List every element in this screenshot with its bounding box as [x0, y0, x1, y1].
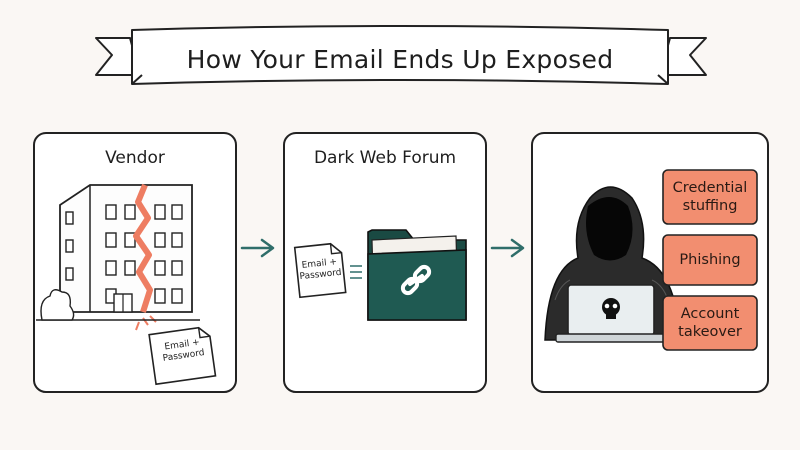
arrow-right-icon — [490, 238, 525, 258]
building-crack-icon — [36, 183, 200, 331]
link-icon — [400, 264, 432, 296]
page-title: How Your Email Ends Up Exposed — [186, 45, 614, 74]
arrow-right-icon — [240, 238, 275, 258]
threat-label-account-takeover: Account takeover — [678, 306, 742, 340]
panel-title-vendor: Vendor — [105, 148, 165, 168]
motion-lines — [350, 265, 362, 279]
panel-title-dark-web: Dark Web Forum — [313, 148, 457, 168]
threat-tag-account-takeover — [662, 295, 758, 351]
document-icon — [148, 326, 217, 386]
threat-tag-phishing — [662, 234, 758, 286]
title-banner — [95, 25, 707, 85]
bush-icon — [40, 289, 75, 321]
document-icon — [293, 242, 347, 299]
folder-icon — [367, 229, 467, 321]
threat-label-credential-stuffing: Credential stuffing — [672, 180, 748, 214]
document-label-dark-web: Email + Password — [299, 257, 342, 283]
threat-label-phishing: Phishing — [679, 252, 741, 268]
skull-icon — [602, 298, 620, 319]
threat-tag-credential-stuffing — [662, 169, 758, 225]
